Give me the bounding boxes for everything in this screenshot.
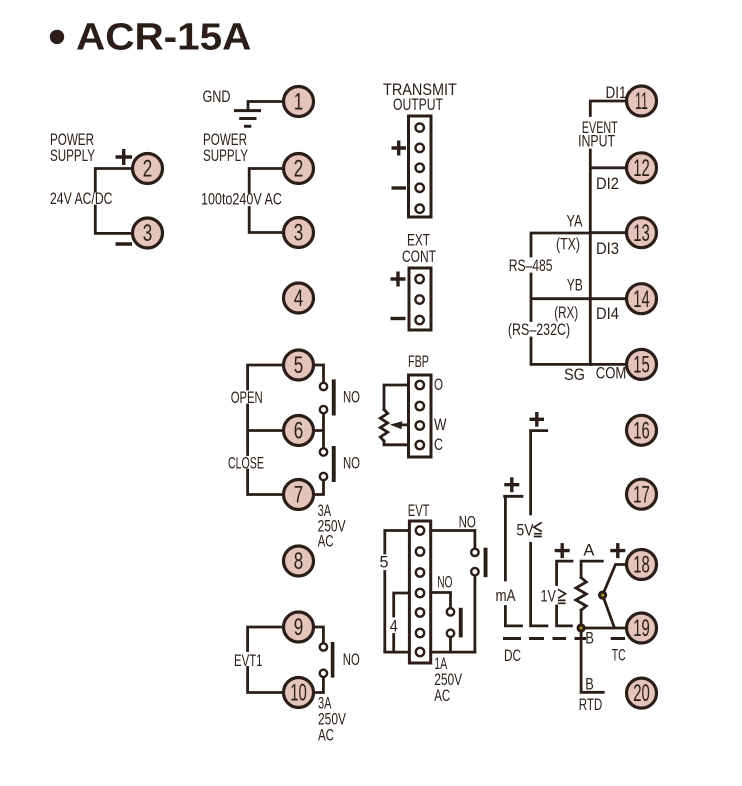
svg-text:3A: 3A: [318, 502, 332, 521]
svg-text:12: 12: [633, 155, 649, 181]
svg-text:EVT: EVT: [408, 502, 430, 521]
svg-text:YB: YB: [567, 277, 583, 295]
svg-text:5V: 5V: [517, 521, 535, 540]
svg-text:CLOSE: CLOSE: [228, 454, 264, 473]
svg-text:10: 10: [290, 680, 306, 706]
svg-text:7: 7: [294, 482, 303, 509]
svg-text:(TX): (TX): [556, 236, 580, 254]
svg-text:NO: NO: [459, 513, 476, 532]
svg-text:OUTPUT: OUTPUT: [393, 96, 443, 114]
svg-text:3: 3: [143, 220, 152, 247]
svg-text:4: 4: [294, 285, 303, 312]
svg-text:20: 20: [633, 681, 649, 707]
svg-text:1: 1: [294, 89, 303, 116]
svg-text:17: 17: [633, 482, 649, 508]
svg-text:O: O: [434, 376, 443, 395]
svg-text:FBP: FBP: [408, 353, 429, 372]
svg-text:OPEN: OPEN: [231, 389, 263, 408]
svg-text:TRANSMIT: TRANSMIT: [383, 81, 457, 99]
svg-text:TC: TC: [612, 645, 626, 664]
svg-text:3A: 3A: [318, 694, 332, 713]
svg-text:NO: NO: [343, 651, 360, 670]
svg-text:DI2: DI2: [596, 175, 619, 193]
svg-text:POWER: POWER: [50, 131, 94, 150]
svg-text:mA: mA: [496, 587, 517, 606]
svg-text:EVT1: EVT1: [234, 652, 262, 671]
svg-text:AC: AC: [434, 687, 450, 706]
svg-text:AC: AC: [318, 726, 334, 745]
svg-text:16: 16: [633, 418, 649, 444]
svg-text:SG: SG: [564, 366, 585, 384]
svg-text:2: 2: [294, 156, 303, 183]
svg-text:100to240V AC: 100to240V AC: [201, 190, 282, 209]
svg-text:B: B: [585, 675, 593, 694]
svg-text:24V AC/DC: 24V AC/DC: [50, 190, 113, 208]
svg-text:1A: 1A: [434, 655, 447, 674]
svg-text:(RX): (RX): [554, 304, 578, 323]
svg-text:SUPPLY: SUPPLY: [50, 147, 95, 166]
svg-text:YA: YA: [567, 212, 583, 231]
svg-text:B: B: [585, 629, 593, 648]
svg-text:5: 5: [380, 552, 389, 571]
svg-text:19: 19: [633, 616, 649, 642]
svg-text:NO: NO: [437, 572, 452, 591]
svg-text:9: 9: [294, 614, 303, 641]
svg-text:11: 11: [635, 89, 648, 115]
svg-text:RS–485: RS–485: [509, 257, 553, 275]
svg-text:4: 4: [390, 617, 398, 635]
svg-text:3: 3: [294, 220, 303, 247]
svg-text:GND: GND: [203, 87, 231, 106]
svg-text:8: 8: [294, 548, 303, 575]
svg-text:C: C: [434, 436, 443, 454]
svg-text:6: 6: [294, 418, 303, 445]
svg-text:15: 15: [633, 352, 649, 378]
svg-text:NO: NO: [343, 454, 360, 473]
svg-text:DI4: DI4: [596, 305, 619, 323]
svg-text:(RS–232C): (RS–232C): [508, 321, 570, 339]
svg-text:250V: 250V: [318, 711, 346, 729]
svg-text:DC: DC: [504, 647, 521, 666]
svg-text:AC: AC: [318, 532, 334, 551]
svg-text:POWER: POWER: [203, 131, 247, 150]
svg-text:18: 18: [633, 552, 649, 578]
svg-text:ACR-15A: ACR-15A: [76, 16, 251, 59]
svg-text:RTD: RTD: [579, 696, 603, 715]
svg-text:DI1: DI1: [606, 84, 627, 103]
svg-text:NO: NO: [343, 388, 360, 407]
svg-text:250V: 250V: [434, 671, 462, 689]
svg-text:A: A: [583, 540, 595, 559]
svg-text:1V: 1V: [541, 587, 556, 606]
svg-text:5: 5: [294, 352, 303, 379]
svg-text:CONT: CONT: [402, 248, 436, 266]
svg-text:EXT: EXT: [407, 232, 430, 251]
svg-text:COM: COM: [596, 364, 626, 383]
svg-text:INPUT: INPUT: [578, 133, 615, 151]
svg-text:EVENT: EVENT: [582, 118, 618, 137]
svg-text:DI3: DI3: [596, 240, 619, 258]
svg-text:2: 2: [143, 156, 152, 183]
svg-text:SUPPLY: SUPPLY: [203, 147, 248, 166]
svg-text:W: W: [434, 415, 447, 434]
svg-text:250V: 250V: [318, 518, 346, 536]
svg-text:13: 13: [633, 220, 649, 246]
svg-text:14: 14: [633, 286, 649, 312]
